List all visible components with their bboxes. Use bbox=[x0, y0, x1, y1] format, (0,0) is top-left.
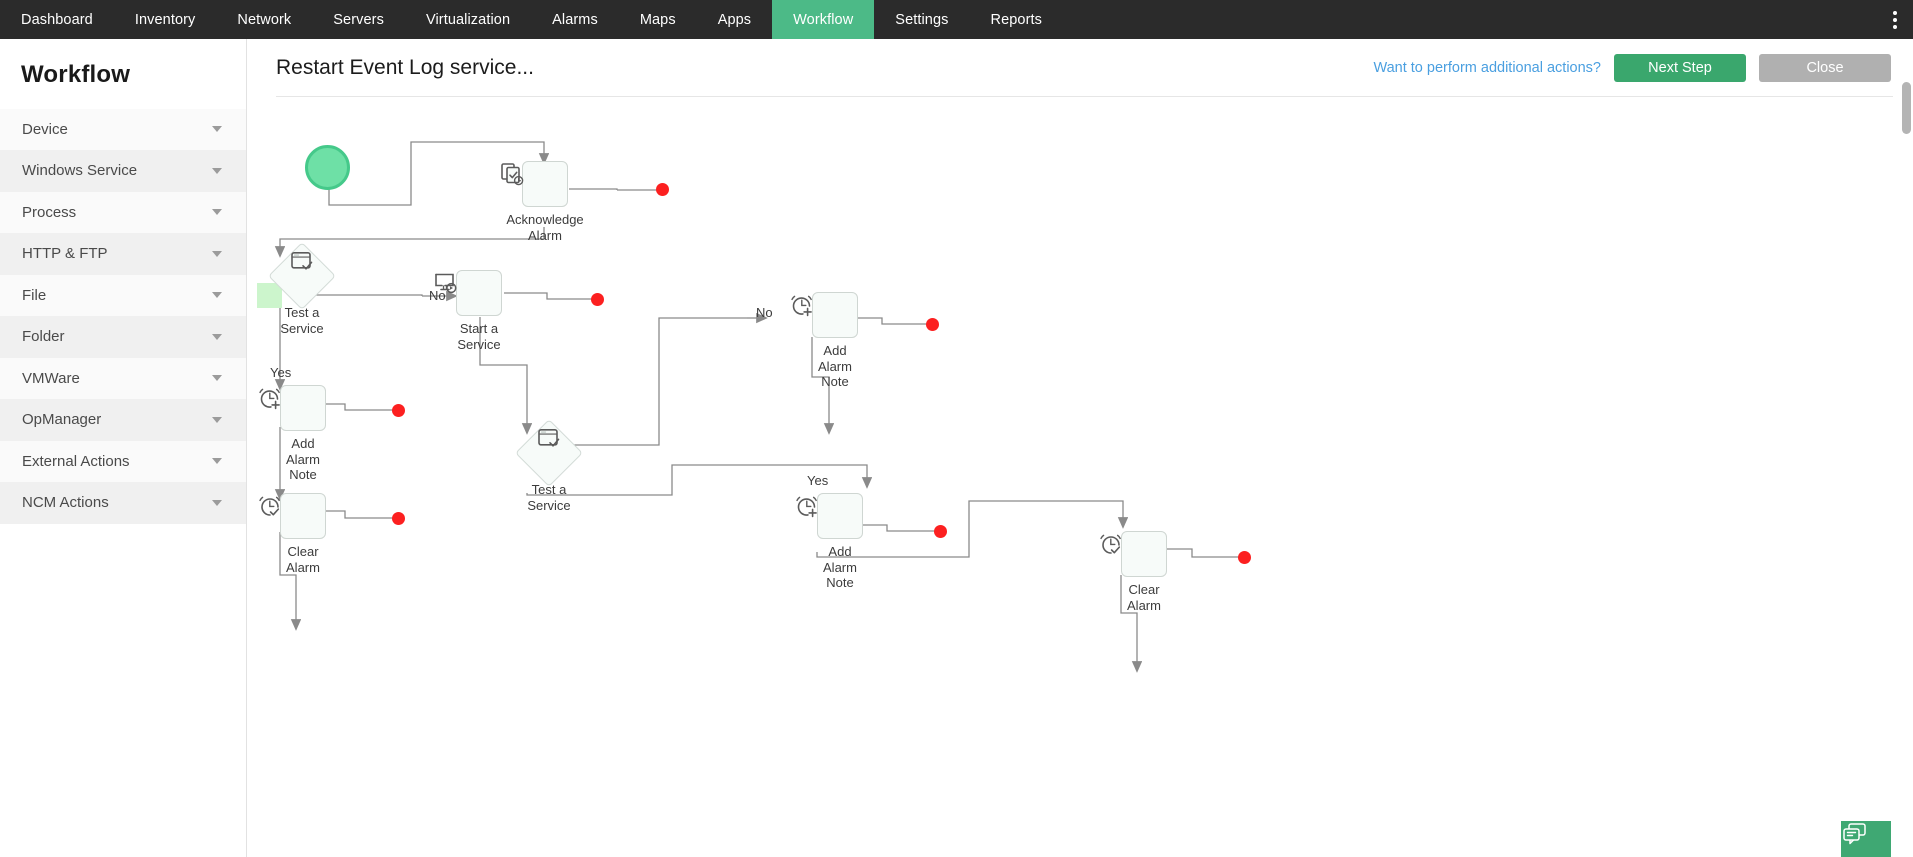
sidebar-item-label: File bbox=[22, 286, 47, 304]
nav-item-reports[interactable]: Reports bbox=[990, 11, 1042, 28]
sidebar-item-folder[interactable]: Folder bbox=[0, 316, 246, 358]
workflow-title: Restart Event Log service... bbox=[276, 55, 534, 79]
nav-item-apps[interactable]: Apps bbox=[717, 11, 752, 28]
add-alarm-note-icon bbox=[259, 385, 326, 431]
chevron-down-icon bbox=[212, 167, 222, 174]
endpoint-terminator[interactable] bbox=[392, 512, 405, 525]
nav-item-dashboard[interactable]: Dashboard bbox=[21, 11, 93, 28]
chevron-down-icon bbox=[212, 416, 222, 423]
chevron-down-icon bbox=[212, 458, 222, 465]
endpoint-terminator[interactable] bbox=[392, 404, 405, 417]
chevron-down-icon bbox=[212, 333, 222, 340]
nav-item-settings[interactable]: Settings bbox=[895, 11, 949, 28]
chevron-down-icon bbox=[212, 499, 222, 506]
nav-item-inventory[interactable]: Inventory bbox=[134, 11, 196, 28]
sidebar-item-external-actions[interactable]: External Actions bbox=[0, 441, 246, 483]
sidebar-item-process[interactable]: Process bbox=[0, 192, 246, 234]
endpoint-terminator[interactable] bbox=[926, 318, 939, 331]
nav-item-virtualization[interactable]: Virtualization bbox=[425, 11, 511, 28]
sidebar-item-file[interactable]: File bbox=[0, 275, 246, 317]
endpoint-terminator[interactable] bbox=[656, 183, 669, 196]
page-title: Workflow bbox=[21, 61, 131, 88]
sidebar-item-label: NCM Actions bbox=[22, 494, 109, 512]
next-step-button[interactable]: Next Step bbox=[1614, 53, 1746, 82]
header-divider bbox=[276, 96, 1893, 97]
chevron-down-icon bbox=[212, 209, 222, 216]
sidebar-item-vmware[interactable]: VMWare bbox=[0, 358, 246, 400]
nav-item-maps[interactable]: Maps bbox=[639, 11, 676, 28]
sidebar-item-ncm-actions[interactable]: NCM Actions bbox=[0, 482, 246, 524]
kebab-menu-icon[interactable] bbox=[1877, 0, 1913, 39]
sidebar-item-windows-service[interactable]: Windows Service bbox=[0, 150, 246, 192]
start-service-icon bbox=[435, 270, 502, 316]
start-node[interactable] bbox=[305, 145, 350, 190]
sidebar: Workflow Device Windows Service Process … bbox=[0, 39, 247, 857]
sidebar-item-label: Device bbox=[22, 120, 68, 138]
page-scrollbar-track[interactable] bbox=[1900, 39, 1913, 857]
chevron-down-icon bbox=[212, 126, 222, 133]
add-alarm-note-icon bbox=[791, 292, 858, 338]
nav-item-network[interactable]: Network bbox=[237, 11, 292, 28]
workflow-connectors bbox=[274, 141, 1239, 673]
clear-alarm-icon bbox=[1100, 531, 1167, 577]
endpoint-terminator[interactable] bbox=[934, 525, 947, 538]
sidebar-item-label: VMWare bbox=[22, 369, 80, 387]
test-service-icon bbox=[268, 242, 336, 310]
header-actions: Want to perform additional actions? Next… bbox=[1373, 53, 1891, 82]
sidebar-item-label: External Actions bbox=[22, 452, 130, 470]
drop-target-highlight[interactable] bbox=[257, 283, 282, 308]
sidebar-item-label: OpManager bbox=[22, 411, 102, 429]
sidebar-item-opmanager[interactable]: OpManager bbox=[0, 399, 246, 441]
sidebar-item-label: Folder bbox=[22, 328, 65, 346]
nav-spacer bbox=[1063, 0, 1877, 39]
chat-support-button[interactable] bbox=[1841, 821, 1891, 857]
workflow-header: Restart Event Log service... Want to per… bbox=[247, 39, 1913, 96]
add-alarm-note-icon bbox=[796, 493, 863, 539]
chevron-down-icon bbox=[212, 250, 222, 257]
clear-alarm-icon bbox=[259, 493, 326, 539]
sidebar-item-label: Process bbox=[22, 203, 77, 221]
sidebar-item-label: HTTP & FTP bbox=[22, 245, 108, 263]
nav-item-alarms[interactable]: Alarms bbox=[552, 11, 598, 28]
nav-item-workflow[interactable]: Workflow bbox=[772, 0, 875, 39]
top-navigation-bar: Dashboard Inventory Network Servers Virt… bbox=[0, 0, 1913, 39]
chevron-down-icon bbox=[212, 292, 222, 299]
sidebar-item-label: Windows Service bbox=[22, 162, 138, 180]
acknowledge-alarm-icon bbox=[501, 161, 568, 207]
nav-item-servers[interactable]: Servers bbox=[333, 11, 384, 28]
sidebar-item-http-ftp[interactable]: HTTP & FTP bbox=[0, 233, 246, 275]
sidebar-item-device[interactable]: Device bbox=[0, 109, 246, 151]
test-service-icon bbox=[515, 419, 583, 487]
additional-actions-link[interactable]: Want to perform additional actions? bbox=[1373, 59, 1601, 76]
endpoint-terminator[interactable] bbox=[591, 293, 604, 306]
page-scrollbar-thumb[interactable] bbox=[1902, 82, 1911, 134]
endpoint-terminator[interactable] bbox=[1238, 551, 1251, 564]
main-content: Restart Event Log service... Want to per… bbox=[247, 39, 1913, 857]
close-button[interactable]: Close bbox=[1759, 53, 1891, 82]
chevron-down-icon bbox=[212, 375, 222, 382]
